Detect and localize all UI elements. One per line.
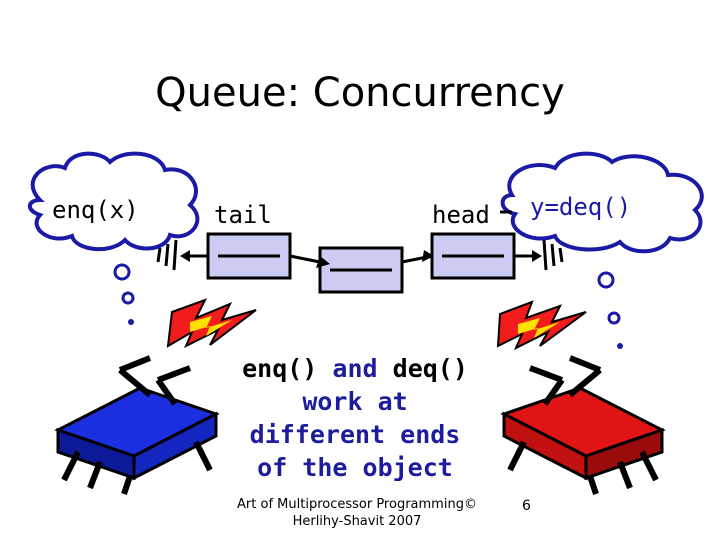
footer-credit: Art of Multiprocessor Programming© Herli…	[222, 496, 492, 530]
footer-line2: Herlihy-Shavit 2007	[292, 514, 422, 529]
left-sentinel-mark	[156, 239, 178, 271]
callout-line2: work at	[302, 387, 408, 416]
callout-line4: of the object	[257, 453, 453, 482]
footer-line1: Art of Multiprocessor Programming©	[237, 497, 477, 512]
callout-line3: different ends	[249, 420, 461, 449]
page-number: 6	[522, 498, 531, 514]
right-thought-cloud-icon	[500, 151, 704, 349]
right-lightning-icon	[496, 300, 587, 351]
callout-enq: enq()	[242, 354, 318, 383]
enq-thought-text: enq(x)	[52, 196, 139, 224]
right-robot-icon	[500, 355, 666, 495]
right-sentinel-mark	[542, 239, 564, 271]
queue-node-middle	[289, 246, 404, 294]
queue-node-left	[180, 232, 292, 280]
deq-thought-text: y=deq()	[530, 193, 632, 221]
left-lightning-icon	[166, 298, 257, 349]
callout-and: and	[332, 354, 378, 383]
left-thought-cloud-icon	[27, 151, 200, 325]
tail-label: tail	[214, 201, 272, 229]
queue-node-right	[401, 232, 542, 280]
head-label: head	[432, 201, 490, 229]
left-robot-icon	[54, 355, 220, 495]
slide-title: Queue: Concurrency	[155, 70, 565, 116]
callout-deq: deq()	[392, 354, 468, 383]
callout-text: enq() and deq() work at different ends o…	[220, 352, 490, 484]
